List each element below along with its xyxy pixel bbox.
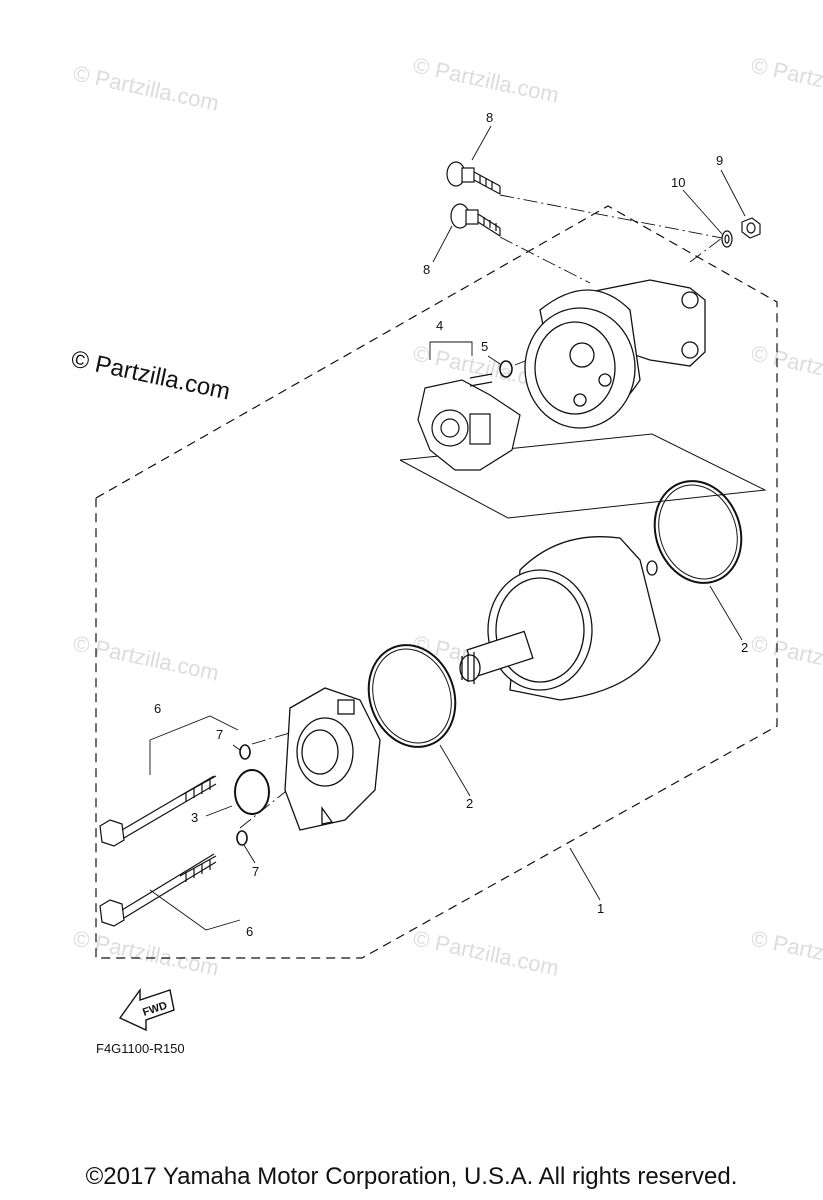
watermark: © Partzilla.com bbox=[71, 630, 221, 685]
washer-10 bbox=[721, 230, 733, 248]
o-ring-3 bbox=[234, 769, 270, 815]
watermark: © Partzilla.com bbox=[749, 925, 823, 980]
o-ring-5 bbox=[499, 360, 513, 378]
o-ring-2-left bbox=[367, 644, 457, 748]
through-bolt-6-lower bbox=[99, 853, 217, 927]
nut-9 bbox=[741, 217, 761, 239]
watermark: © Partzilla.com bbox=[749, 340, 823, 395]
callout-6-upper: 6 bbox=[154, 701, 161, 716]
watermark: © Partzilla.com bbox=[411, 925, 561, 980]
bolt-8-upper bbox=[446, 161, 501, 195]
callout-2-right: 2 bbox=[741, 640, 748, 655]
assembly-outline bbox=[95, 205, 778, 959]
watermark-layer: © Partzilla.com © Partzilla.com © Partzi… bbox=[71, 52, 823, 980]
callout-7-upper: 7 bbox=[216, 727, 223, 742]
watermark-main: © Partzilla.com bbox=[69, 345, 233, 405]
callout-7-lower: 7 bbox=[252, 864, 259, 879]
through-bolt-6-upper bbox=[99, 775, 217, 847]
watermark: © Partzilla.com bbox=[749, 630, 823, 685]
callout-8-lower: 8 bbox=[423, 262, 430, 277]
watermark: © Partzilla.com bbox=[71, 60, 221, 115]
forward-arrow-icon: FWD bbox=[118, 987, 175, 1032]
callout-10: 10 bbox=[671, 175, 685, 190]
leader-lines bbox=[149, 125, 746, 931]
front-cover bbox=[284, 687, 381, 831]
callout-5: 5 bbox=[481, 339, 488, 354]
callout-8-upper: 8 bbox=[486, 110, 493, 125]
bolt-8-lower bbox=[450, 203, 501, 237]
callout-4: 4 bbox=[436, 318, 443, 333]
callout-1: 1 bbox=[597, 901, 604, 916]
watermark: © Partzilla.com bbox=[411, 52, 561, 107]
callout-2-left: 2 bbox=[466, 796, 473, 811]
o-ring-7-upper bbox=[239, 744, 251, 760]
watermark: © Partzilla.com bbox=[749, 52, 823, 107]
o-ring-2-right bbox=[653, 480, 743, 584]
rear-cover bbox=[524, 279, 706, 429]
diagram-code: F4G1100-R150 bbox=[96, 1041, 185, 1056]
callout-6-lower: 6 bbox=[246, 924, 253, 939]
o-ring-7-lower bbox=[236, 830, 248, 846]
watermark: © Partzilla.com bbox=[71, 925, 221, 980]
callout-9: 9 bbox=[716, 153, 723, 168]
callout-3: 3 bbox=[191, 810, 198, 825]
yoke-body bbox=[459, 536, 661, 701]
brush-holder-4 bbox=[417, 373, 521, 471]
brush-holder-box bbox=[399, 433, 767, 519]
copyright-notice: ©2017 Yamaha Motor Corporation, U.S.A. A… bbox=[85, 1163, 738, 1190]
